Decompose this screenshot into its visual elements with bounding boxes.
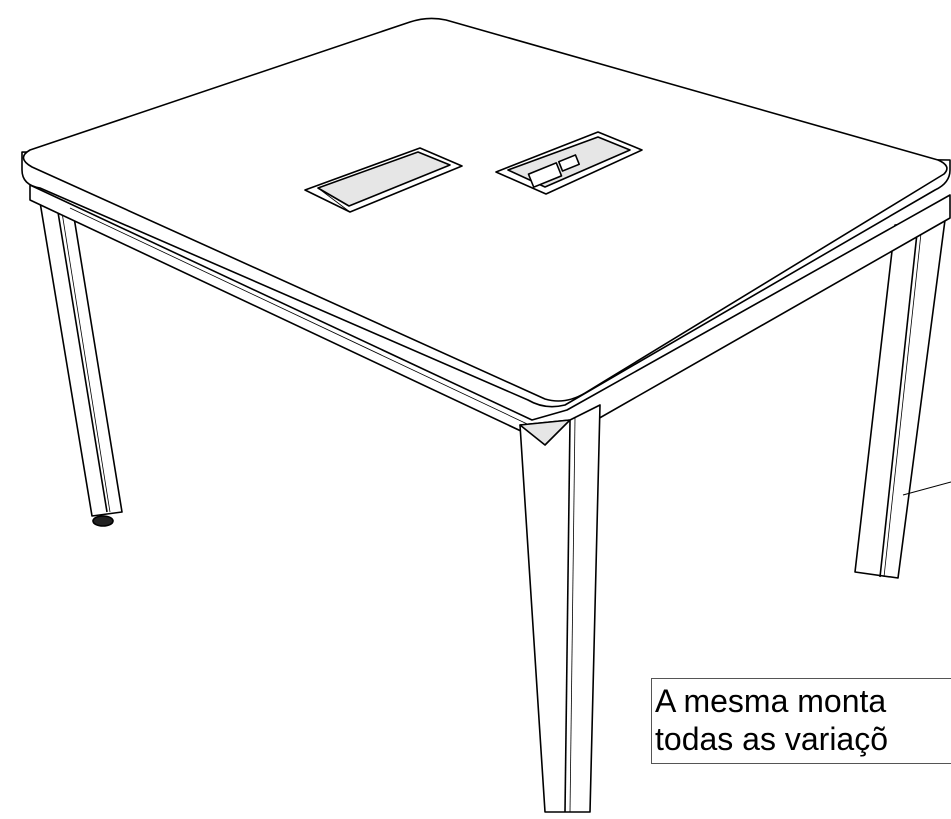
front-leg [519,404,601,813]
power-module-grommet [495,131,643,195]
table-apron [29,184,951,441]
assembly-note-callout: A mesma monta todas as variaçõ [651,678,951,764]
callout-leader-line [902,481,951,496]
socket-icon [527,162,563,188]
back-right-leg [854,219,946,579]
callout-text-line-2: todas as variaçõ [655,721,889,757]
callout-text-line-1: A mesma monta [655,683,887,719]
socket-icon [557,154,581,172]
back-left-leg [37,189,123,527]
table-top [22,17,948,402]
grommet-cutout-left [304,147,463,213]
